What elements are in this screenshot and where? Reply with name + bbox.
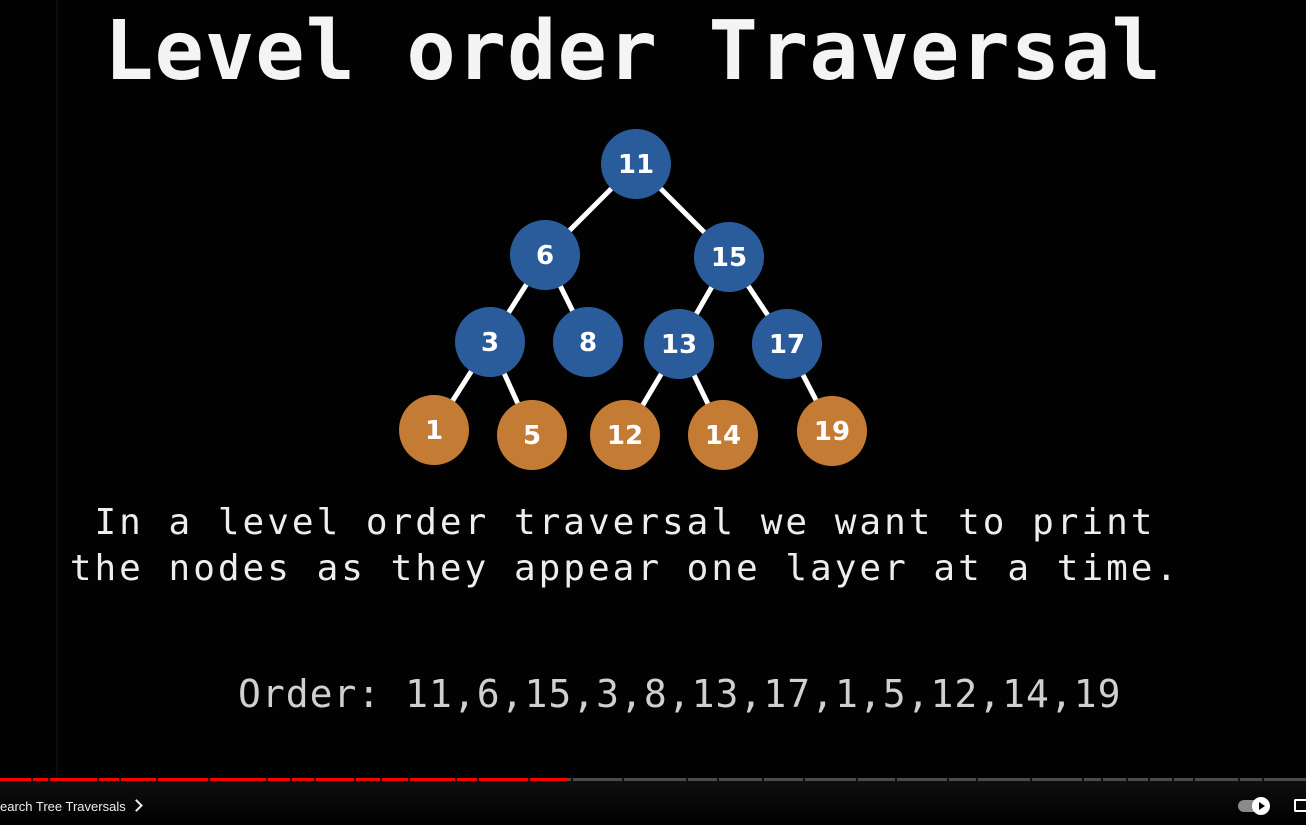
- autoplay-toggle-icon: [1252, 797, 1270, 815]
- progress-unplayed-segment: [719, 778, 762, 781]
- description-line-2: the nodes as they appear one layer at a …: [69, 548, 1181, 589]
- progress-played-segment: [210, 778, 266, 781]
- slide-description: In a level order traversal we want to pr…: [0, 500, 1250, 592]
- progress-unplayed-segment: [1264, 778, 1306, 781]
- chapter-title-label: earch Tree Traversals: [0, 799, 126, 814]
- tree-node-label: 14: [705, 421, 741, 451]
- frame-divider: [56, 0, 58, 778]
- tree-node-label: 5: [523, 421, 541, 451]
- tree-node-17: 17: [752, 309, 822, 379]
- captions-icon[interactable]: [1294, 799, 1306, 812]
- progress-unplayed-segment: [1128, 778, 1148, 781]
- progress-unplayed-segment: [949, 778, 976, 781]
- progress-unplayed-segment: [1032, 778, 1082, 781]
- progress-played-segment: [479, 778, 528, 781]
- progress-played-segment: [50, 778, 97, 781]
- progress-played-segment: [0, 778, 31, 781]
- tree-node-label: 8: [579, 328, 597, 358]
- progress-bar[interactable]: [0, 778, 1306, 781]
- tree-node-5: 5: [497, 400, 567, 470]
- tree-node-14: 14: [688, 400, 758, 470]
- autoplay-toggle[interactable]: [1238, 797, 1270, 815]
- progress-played-segment: [268, 778, 290, 781]
- tree-node-6: 6: [510, 220, 580, 290]
- tree-node-label: 19: [814, 417, 850, 447]
- progress-unplayed-segment: [1240, 778, 1262, 781]
- progress-played-segment: [121, 778, 156, 781]
- progress-unplayed-segment: [1103, 778, 1126, 781]
- progress-unplayed-segment: [978, 778, 1030, 781]
- progress-played-segment: [292, 778, 314, 781]
- slide-title: Level order Traversal: [104, 4, 1162, 99]
- progress-played-segment: [457, 778, 477, 781]
- progress-played-segment: [410, 778, 455, 781]
- tree-node-1: 1: [399, 395, 469, 465]
- tree-node-circle: [399, 395, 469, 465]
- tree-node-12: 12: [590, 400, 660, 470]
- progress-unplayed-segment: [1150, 778, 1172, 781]
- description-line-1: In a level order traversal we want to pr…: [94, 502, 1156, 543]
- tree-node-circle: [497, 400, 567, 470]
- tree-node-label: 15: [711, 243, 747, 273]
- tree-node-label: 17: [769, 330, 805, 360]
- progress-unplayed-segment: [1084, 778, 1101, 781]
- tree-node-13: 13: [644, 309, 714, 379]
- tree-node-circle: [644, 309, 714, 379]
- progress-played-segment: [158, 778, 208, 781]
- tree-node-circle: [688, 400, 758, 470]
- chevron-right-icon: [129, 799, 143, 812]
- tree-node-label: 6: [536, 241, 554, 271]
- progress-played-segment: [33, 778, 48, 781]
- progress-unplayed-segment: [1195, 778, 1238, 781]
- tree-node-circle: [797, 396, 867, 466]
- tree-node-circle: [510, 220, 580, 290]
- progress-played-segment: [316, 778, 354, 781]
- tree-node-circle: [752, 309, 822, 379]
- tree-node-3: 3: [455, 307, 525, 377]
- tree-node-15: 15: [694, 222, 764, 292]
- tree-node-19: 19: [797, 396, 867, 466]
- progress-unplayed-segment: [568, 778, 571, 781]
- progress-unplayed-segment: [1174, 778, 1193, 781]
- progress-unplayed-segment: [624, 778, 686, 781]
- progress-unplayed-segment: [805, 778, 856, 781]
- progress-played-segment: [356, 778, 380, 781]
- progress-played-segment: [99, 778, 119, 781]
- chapter-title-button[interactable]: earch Tree Traversals: [0, 799, 143, 814]
- progress-unplayed-segment: [858, 778, 895, 781]
- tree-node-label: 12: [607, 421, 643, 451]
- tree-node-circle: [601, 129, 671, 199]
- tree-node-circle: [455, 307, 525, 377]
- traversal-order: Order: 11,6,15,3,8,13,17,1,5,12,14,19: [238, 672, 1122, 716]
- tree-node-label: 13: [661, 330, 697, 360]
- tree-node-11: 11: [601, 129, 671, 199]
- tree-node-label: 1: [425, 416, 443, 446]
- tree-node-label: 3: [481, 328, 499, 358]
- progress-unplayed-segment: [897, 778, 947, 781]
- progress-unplayed-segment: [688, 778, 717, 781]
- tree-node-label: 11: [618, 150, 654, 180]
- progress-played-segment: [530, 778, 569, 781]
- tree-node-circle: [590, 400, 660, 470]
- tree-edges: [431, 162, 835, 437]
- player-controls: earch Tree Traversals: [0, 778, 1306, 825]
- tree-node-circle: [553, 307, 623, 377]
- progress-unplayed-segment: [573, 778, 622, 781]
- tree-node-8: 8: [553, 307, 623, 377]
- progress-played-segment: [382, 778, 408, 781]
- progress-unplayed-segment: [764, 778, 803, 781]
- tree-node-circle: [694, 222, 764, 292]
